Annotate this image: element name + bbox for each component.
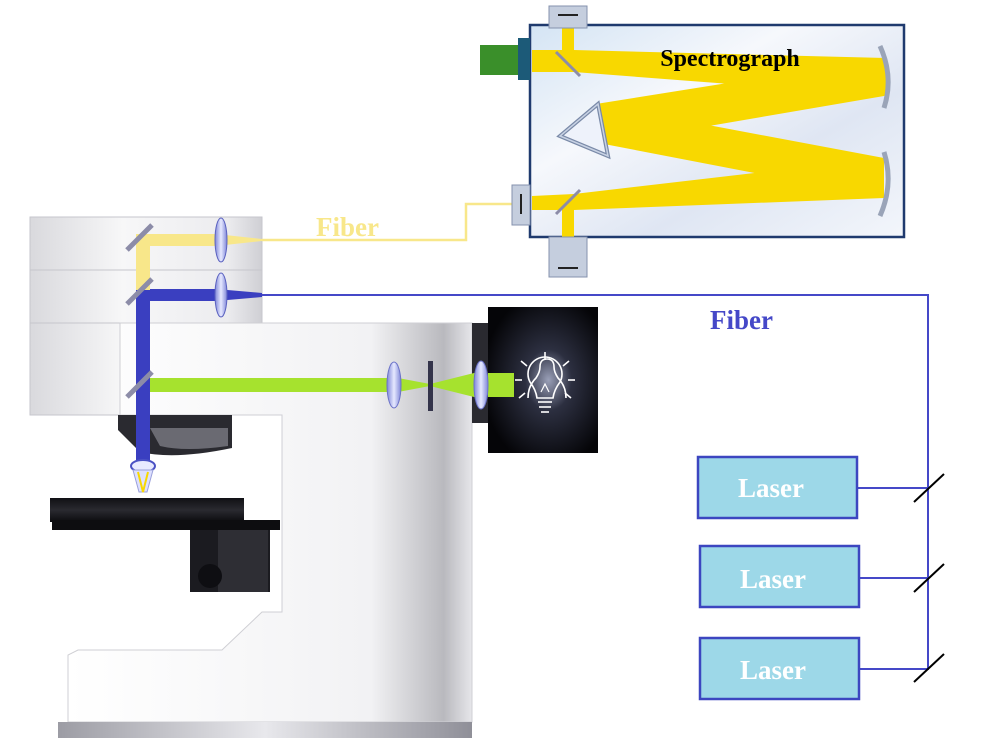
spectro-fold-mirror-bottom — [554, 188, 582, 216]
spectrograph-label: Spectrograph — [660, 46, 800, 72]
excitation-fiber — [262, 294, 929, 670]
illumination-beam — [150, 378, 388, 392]
spectro-mirror-bottom — [877, 151, 891, 218]
collection-lens — [214, 217, 228, 263]
laser-label-2: Laser — [740, 564, 806, 594]
mirror-dichroic — [125, 277, 154, 306]
microscope-body — [67, 322, 473, 723]
laser-focus-cone — [216, 289, 262, 301]
excitation-fiber-label: Fiber — [710, 305, 773, 335]
spectro-fold-mirror-top — [554, 50, 582, 78]
collection-vertical-beam — [136, 236, 150, 290]
prism-icon — [556, 100, 611, 160]
laser-coupling-lens — [214, 272, 228, 318]
illumination-cone-left — [398, 378, 430, 392]
beam-mirrors — [125, 223, 154, 399]
focus-knob — [198, 564, 222, 588]
laser-vertical-beam — [136, 292, 150, 462]
illumination-path — [150, 360, 514, 411]
field-diaphragm — [428, 361, 433, 411]
spectro-bottom-port — [548, 236, 588, 278]
collection-horizontal-beam — [136, 234, 216, 246]
laser-box-2 — [698, 544, 861, 609]
stage-arm-light — [218, 530, 268, 592]
stage-carrier — [52, 520, 280, 530]
light-bulb-icon — [515, 352, 575, 413]
sample-focus — [137, 471, 149, 493]
sample-stage — [50, 498, 244, 522]
laser-2-shutter — [913, 563, 945, 593]
laser-label-1: Laser — [738, 473, 804, 503]
mirror-illumination — [125, 370, 154, 399]
excitation-path — [130, 272, 262, 493]
illumination-source-glow — [488, 373, 514, 397]
laser-sources: Laser Laser Laser — [696, 455, 861, 701]
spectro-top-port — [548, 5, 588, 29]
microscope-base — [58, 722, 472, 738]
laser-label-3: Laser — [740, 655, 806, 685]
spectrograph: Spectrograph — [480, 5, 906, 278]
collection-fiber — [262, 202, 548, 242]
spectro-beam-exit-up — [562, 18, 574, 68]
collection-focus-cone — [216, 234, 262, 246]
laser-box-1 — [696, 455, 859, 520]
collection-path — [136, 217, 262, 290]
camera-detector-icon — [480, 38, 530, 80]
illumination-cone-right — [430, 372, 478, 398]
spectro-beam-bottom — [532, 158, 884, 210]
turret-highlight — [150, 428, 228, 449]
collector-lens — [473, 360, 489, 410]
laser-box-3 — [698, 636, 861, 701]
spectro-mirror-top — [877, 44, 891, 109]
mirror-collection — [125, 223, 154, 252]
laser-1-shutter — [913, 473, 945, 503]
laser-3-shutter — [913, 653, 945, 683]
illumination-lens-1 — [386, 361, 402, 409]
laser-horizontal-beam — [136, 289, 216, 301]
collection-fiber-label: Fiber — [316, 212, 379, 242]
